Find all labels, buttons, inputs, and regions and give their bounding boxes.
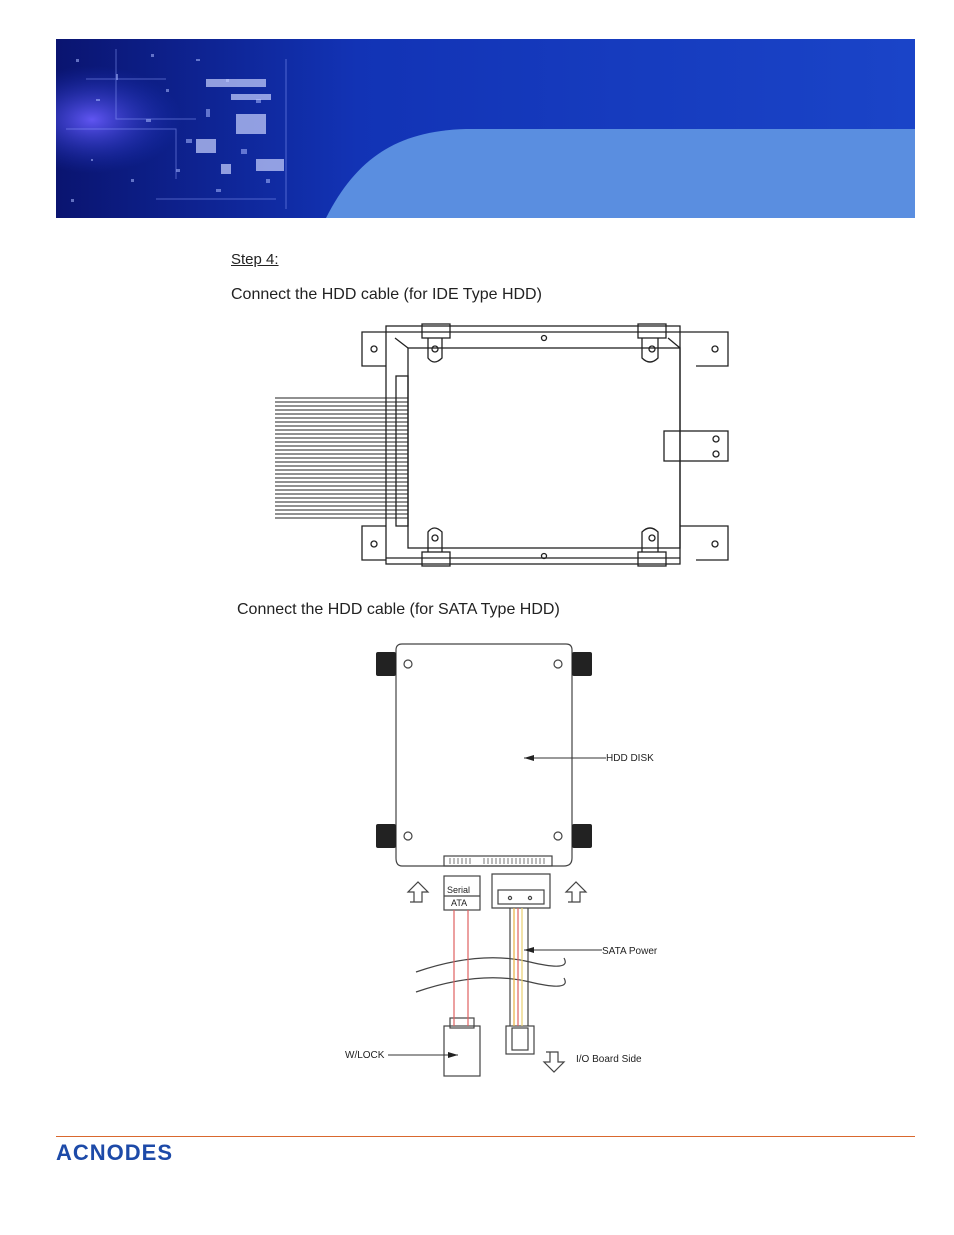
w-lock-label: W/LOCK: [345, 1050, 385, 1061]
ide-caption: Connect the HDD cable (for IDE Type HDD): [231, 286, 542, 303]
acnodes-logo: ACNODES: [56, 1140, 173, 1165]
banner-graphic: [56, 39, 915, 218]
logo-text: ACNODES: [56, 1140, 173, 1165]
sata-caption: Connect the HDD cable (for SATA Type HDD…: [237, 601, 560, 618]
ide-hdd-diagram: [275, 323, 729, 567]
hdd-disk-label: HDD DISK: [606, 753, 654, 764]
footer-rule: [56, 1136, 915, 1137]
sata-hdd-diagram: HDD DISK Serial ATA SATA Power W/LOCK I/…: [345, 643, 658, 1077]
header-banner: [56, 39, 915, 218]
step-heading: Step 4:: [231, 251, 279, 268]
serial-ata-label-2: ATA: [451, 898, 467, 908]
sata-power-label: SATA Power: [602, 946, 658, 957]
serial-ata-label-1: Serial: [447, 885, 470, 895]
io-board-side-label: I/O Board Side: [576, 1054, 642, 1065]
